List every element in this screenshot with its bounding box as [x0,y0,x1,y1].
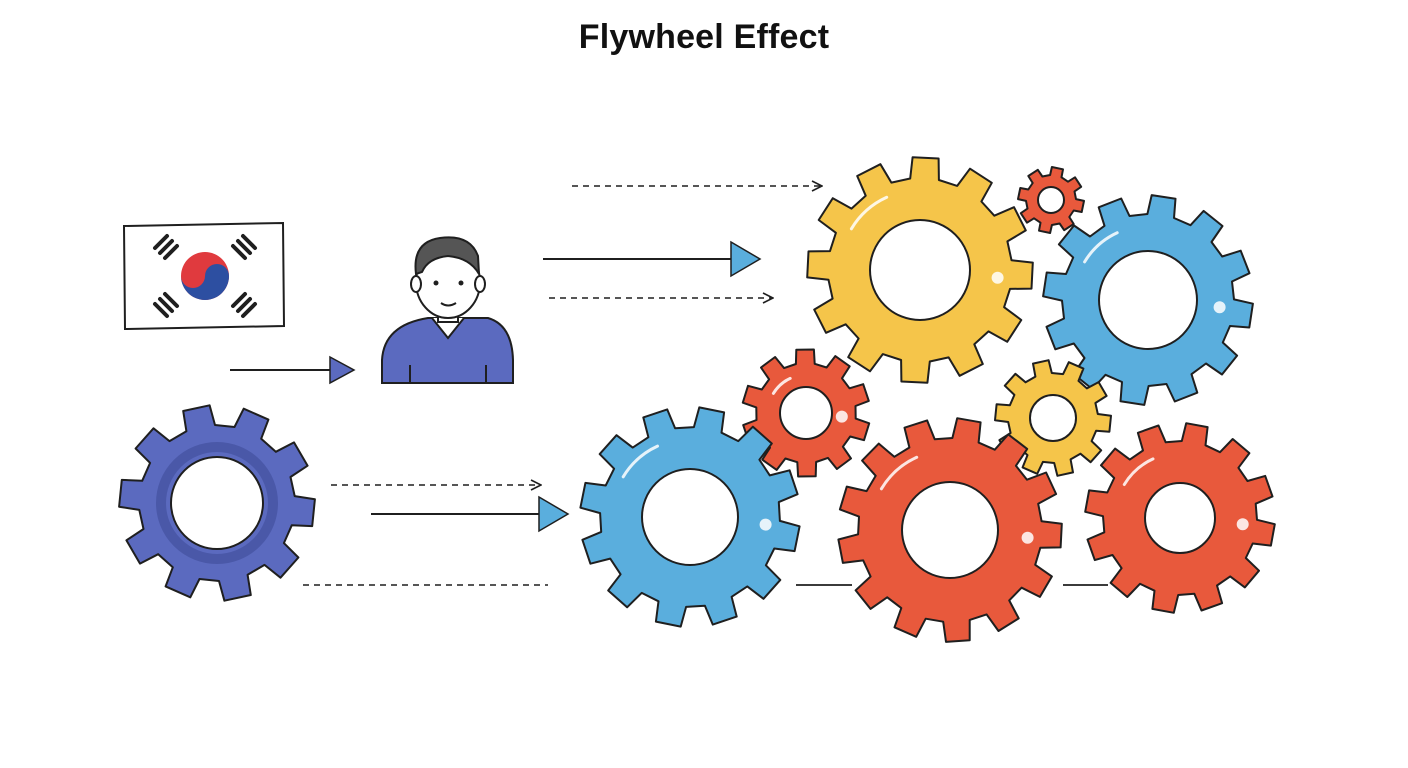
indigo-gear [118,404,316,602]
red-gear [1017,166,1085,234]
solid-arrow [230,355,356,385]
red-gear [1084,422,1276,614]
blue-gear [579,406,801,628]
diagram-title: Flywheel Effect [578,18,830,56]
red-gear [837,417,1063,643]
red-gear [741,348,871,478]
person-icon [381,236,514,384]
solid-arrow [371,495,570,533]
blue-gear [1042,194,1254,406]
korean-flag-icon [122,221,286,331]
solid-arrow [543,240,762,278]
yellow-gear [806,156,1034,384]
